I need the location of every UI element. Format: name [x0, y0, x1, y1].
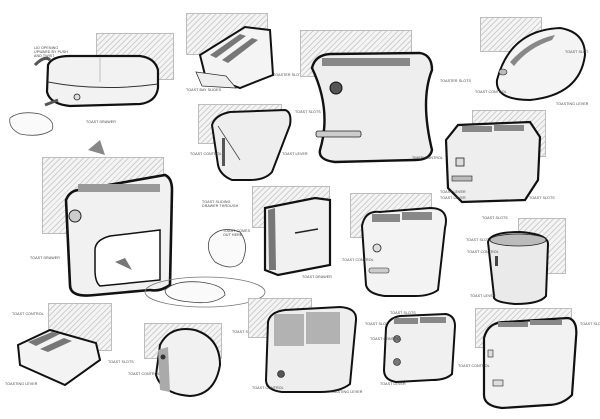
annotation: Toast control [128, 372, 160, 376]
annotation: Toast control [467, 250, 499, 254]
annotation: Toast slots [580, 322, 600, 326]
annotation: Toast slots [466, 238, 492, 242]
annotation: Toast slots [390, 311, 416, 315]
annotation: Toast drawer [30, 256, 60, 260]
annotation: Toaster slots [440, 79, 471, 83]
annotation: Toast slots [482, 216, 508, 220]
annotation: Toast control [252, 386, 284, 390]
annotation: Toast slots [365, 322, 391, 326]
annotation: Toaster slots [273, 73, 304, 77]
annotation: Toast control [12, 312, 44, 316]
annotation: Toast slots [295, 110, 321, 114]
annotation: Toast sliding drawer through [202, 200, 239, 208]
annotation: Toast comes out here [223, 229, 251, 237]
annotation: Toast lever [282, 152, 308, 156]
annotation: Timer control [412, 156, 444, 160]
annotation: Toast control [342, 258, 374, 262]
annotation: Toast control [190, 152, 222, 156]
annotation: Toasting lever [556, 102, 589, 106]
annotation: Toast control [458, 364, 490, 368]
annotation: Toast lever [380, 382, 406, 386]
annotation: Toast lever [440, 196, 466, 200]
annotation: Toast lever [470, 294, 496, 298]
annotation: Toast bay slides [186, 88, 222, 92]
annotation: Toast slot [565, 50, 589, 54]
annotation: Toast control [370, 337, 402, 341]
annotation: Toast control [475, 90, 507, 94]
annotation: Toast drawer [302, 275, 332, 279]
annotation: Toast drawer [86, 120, 116, 124]
annotation: Toasting lever [5, 382, 38, 386]
annotation: Toast lever [440, 190, 466, 194]
annotation: Lid opening upward by push and twist [34, 46, 68, 58]
annotation: Toast slots [108, 360, 134, 364]
annotation: Toasting lever [330, 390, 363, 394]
annotation: Toast slots [529, 196, 555, 200]
